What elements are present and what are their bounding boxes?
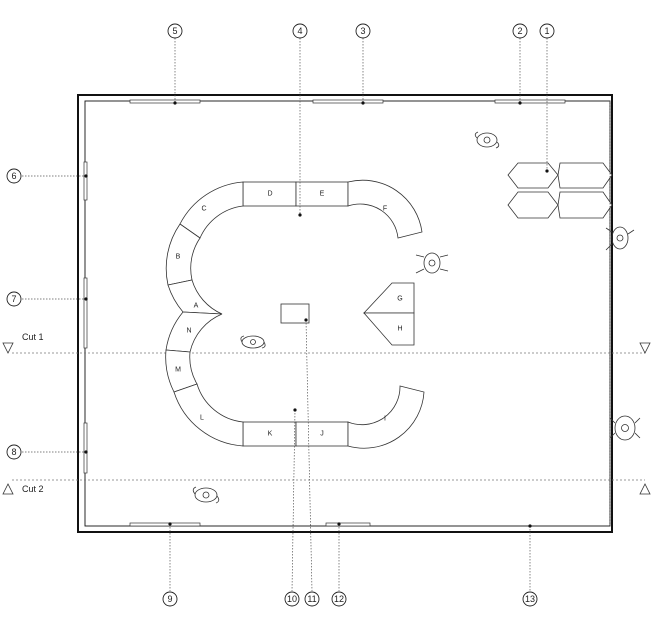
callout-10: 10 bbox=[284, 591, 300, 607]
callout-6: 6 bbox=[6, 168, 22, 184]
person-figure-icon bbox=[240, 335, 266, 349]
segment-c bbox=[179, 181, 244, 239]
cut-triangle-icon bbox=[639, 483, 651, 495]
svg-text:2: 2 bbox=[517, 26, 522, 36]
segment-label: L bbox=[200, 415, 204, 422]
segment-label: B bbox=[176, 254, 181, 261]
opening-left-7 bbox=[83, 277, 88, 349]
segment-n bbox=[165, 311, 223, 353]
opening-top-3 bbox=[312, 99, 384, 104]
wall-openings bbox=[83, 99, 566, 527]
segment-label: I bbox=[384, 416, 386, 423]
segment-i bbox=[347, 385, 425, 449]
segment-l bbox=[173, 383, 244, 447]
svg-text:9: 9 bbox=[167, 594, 172, 604]
person-figures bbox=[192, 131, 641, 504]
svg-text:5: 5 bbox=[172, 26, 177, 36]
opening-top-2 bbox=[494, 99, 566, 104]
person-figure-icon bbox=[474, 131, 500, 149]
hex-module-cluster bbox=[507, 162, 613, 219]
callout-3: 3 bbox=[355, 23, 371, 39]
callouts: 1 2 3 4 5 6 7 8 9 10 11 12 13 bbox=[6, 23, 555, 607]
person-figure-icon bbox=[609, 415, 641, 441]
callout-2: 2 bbox=[512, 23, 528, 39]
segment-label: D bbox=[267, 191, 272, 198]
opening-top-5 bbox=[129, 99, 201, 104]
cut-triangle-icon bbox=[639, 342, 651, 354]
cut-triangle-icon bbox=[2, 342, 14, 354]
callout-13: 13 bbox=[522, 591, 538, 607]
segment-label: H bbox=[397, 326, 402, 333]
hex-module bbox=[557, 191, 613, 219]
svg-text:3: 3 bbox=[360, 26, 365, 36]
segment-label: F bbox=[383, 206, 387, 213]
anchor-dots bbox=[84, 101, 549, 528]
segment-f bbox=[347, 179, 423, 239]
callout-5: 5 bbox=[167, 23, 183, 39]
segment-g bbox=[363, 282, 415, 314]
opening-left-6 bbox=[83, 161, 88, 201]
callout-9: 9 bbox=[162, 591, 178, 607]
callout-1: 1 bbox=[539, 23, 555, 39]
outer-wall bbox=[77, 94, 613, 533]
callout-7: 7 bbox=[6, 291, 22, 307]
cut-2: Cut 2 bbox=[2, 479, 651, 495]
opening-left-8 bbox=[83, 422, 88, 474]
segment-e bbox=[295, 181, 349, 207]
cut-1-label: Cut 1 bbox=[22, 332, 44, 342]
callout-11: 11 bbox=[304, 591, 320, 607]
cut-1: Cut 1 bbox=[2, 332, 651, 354]
hex-module bbox=[507, 162, 559, 189]
segment-j bbox=[295, 421, 349, 447]
segment-label: E bbox=[320, 191, 325, 198]
segment-label: K bbox=[268, 431, 273, 438]
seating-ring: A B C D E F G H I J K L M N bbox=[165, 179, 425, 449]
hex-module bbox=[507, 191, 559, 219]
callout-12: 12 bbox=[331, 591, 347, 607]
segment-label: J bbox=[320, 431, 324, 438]
svg-text:6: 6 bbox=[11, 171, 16, 181]
svg-text:4: 4 bbox=[297, 26, 302, 36]
callout-4: 4 bbox=[292, 23, 308, 39]
svg-text:12: 12 bbox=[334, 594, 344, 604]
svg-text:11: 11 bbox=[307, 594, 316, 604]
cut-triangle-icon bbox=[2, 483, 14, 495]
person-figure-icon bbox=[192, 486, 220, 504]
opening-bottom-9 bbox=[129, 522, 201, 527]
segment-label: N bbox=[186, 328, 191, 335]
svg-text:1: 1 bbox=[544, 26, 549, 36]
hex-module bbox=[557, 162, 613, 189]
svg-text:10: 10 bbox=[287, 594, 297, 604]
svg-text:7: 7 bbox=[11, 294, 16, 304]
segment-a bbox=[167, 279, 223, 315]
cut-2-label: Cut 2 bbox=[22, 484, 44, 494]
segment-label: A bbox=[194, 303, 199, 310]
person-figure-icon bbox=[415, 252, 449, 274]
segment-label: C bbox=[201, 206, 206, 213]
callout-8: 8 bbox=[6, 444, 22, 460]
center-table bbox=[280, 303, 310, 324]
svg-text:13: 13 bbox=[525, 594, 535, 604]
opening-bottom-12 bbox=[325, 522, 371, 527]
segment-h bbox=[363, 312, 415, 346]
segment-k bbox=[242, 421, 297, 447]
person-figure-icon bbox=[605, 226, 635, 251]
leader-lines bbox=[22, 38, 611, 592]
segment-label: M bbox=[175, 367, 181, 374]
svg-text:8: 8 bbox=[11, 447, 16, 457]
segment-label: G bbox=[397, 296, 402, 303]
